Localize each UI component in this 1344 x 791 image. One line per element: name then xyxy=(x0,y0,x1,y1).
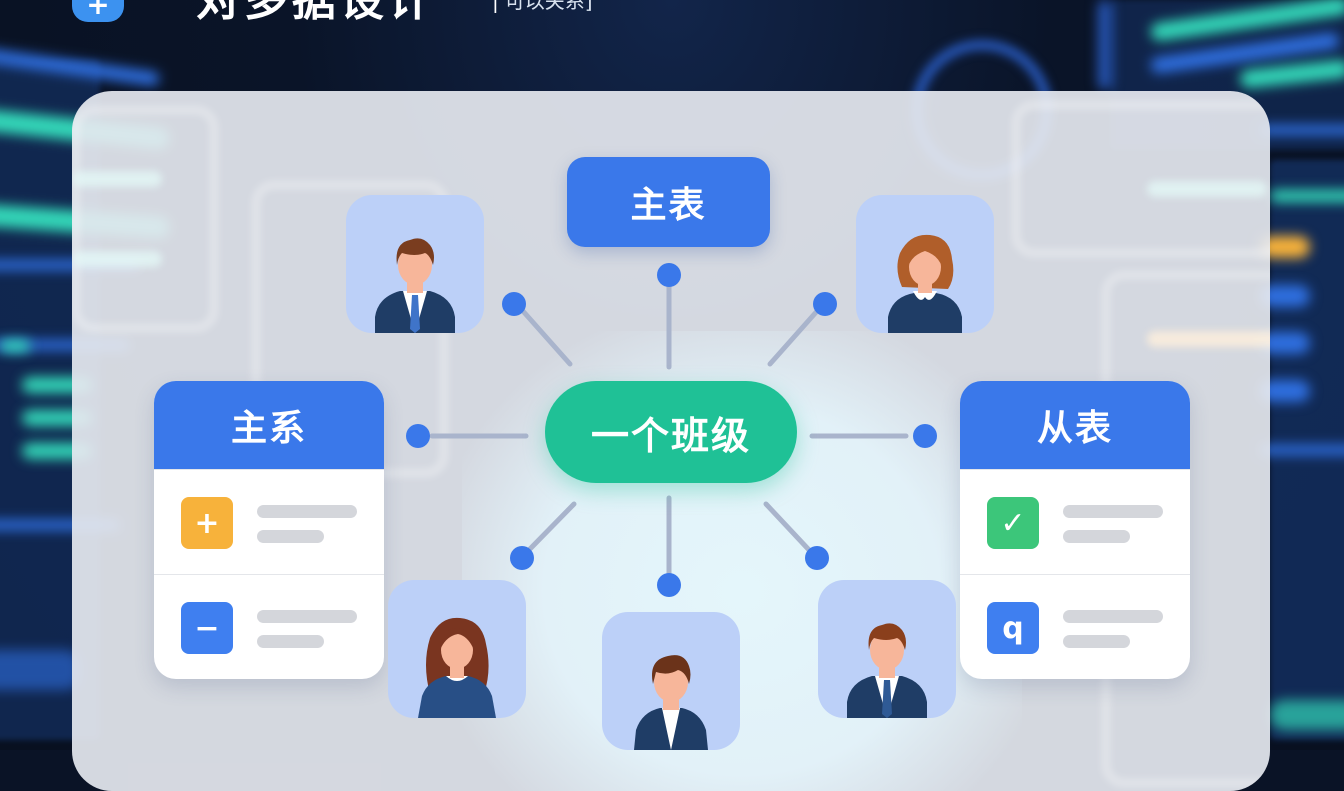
child-table-card[interactable]: 从表 ✓ q xyxy=(960,381,1190,679)
man-open-collar-icon xyxy=(634,655,708,750)
card-row[interactable]: + xyxy=(154,469,384,574)
placeholder-line xyxy=(1063,530,1130,543)
bg-bar xyxy=(0,520,120,530)
woman-collar-icon xyxy=(888,234,962,333)
card-row[interactable]: ✓ xyxy=(960,469,1190,574)
minus-icon: − xyxy=(181,602,233,654)
bracket-icon: q xyxy=(987,602,1039,654)
ghost-line xyxy=(72,251,162,267)
woman-long-hair-icon xyxy=(418,617,496,718)
placeholder-line xyxy=(1063,610,1163,623)
card-row[interactable]: q xyxy=(960,574,1190,679)
plus-icon: + xyxy=(181,497,233,549)
placeholder-line xyxy=(257,505,357,518)
bg-bar xyxy=(1260,445,1344,455)
ghost-line xyxy=(72,171,162,187)
logo-badge: + xyxy=(72,0,124,22)
bg-bar xyxy=(1260,285,1310,307)
bg-bar xyxy=(1260,125,1344,135)
center-class-node[interactable]: 一个班级 xyxy=(545,381,797,483)
connector-lines xyxy=(429,283,909,581)
connector-dot-top-left xyxy=(502,292,526,316)
bg-bar xyxy=(1270,700,1344,730)
diagram: 主表 一个班级 主系 + − 从表 ✓ q xyxy=(154,157,1190,750)
placeholder-line xyxy=(1063,635,1130,648)
student-avatar-bottom-right[interactable] xyxy=(818,580,956,718)
connector-dot-left xyxy=(406,424,430,448)
ghost-line xyxy=(1147,331,1270,347)
main-table-node[interactable]: 主表 xyxy=(567,157,770,247)
placeholder-line xyxy=(257,530,324,543)
connector-dot-top xyxy=(657,263,681,287)
subtitle-divider: | xyxy=(492,0,499,13)
ghost-line xyxy=(1147,181,1267,197)
bg-bar xyxy=(1260,236,1310,258)
page-title: 对多据设计 xyxy=(196,0,436,26)
ghost-panel xyxy=(72,106,218,332)
card-header: 从表 xyxy=(960,381,1190,469)
bg-bar xyxy=(0,650,80,690)
bg-bar xyxy=(1260,380,1310,402)
check-icon: ✓ xyxy=(987,497,1039,549)
man-suit-icon xyxy=(847,623,927,718)
bg-bar xyxy=(1270,190,1344,202)
student-avatar-top-left[interactable] xyxy=(346,195,484,333)
subtitle-text: 可以关系] xyxy=(504,0,593,13)
bg-bar xyxy=(0,340,30,352)
card-header: 主系 xyxy=(154,381,384,469)
card-row[interactable]: − xyxy=(154,574,384,679)
bg-bar xyxy=(1260,332,1310,354)
header: + 对多据设计 | 可以关系] xyxy=(0,0,1344,40)
student-avatar-bottom-left[interactable] xyxy=(388,580,526,718)
connector-dot-bottom xyxy=(657,573,681,597)
connector-dot-right xyxy=(913,424,937,448)
student-avatar-top-right[interactable] xyxy=(856,195,994,333)
connector-dot-bottom-right xyxy=(805,546,829,570)
man-suit-icon xyxy=(375,238,455,333)
student-avatar-bottom-center[interactable] xyxy=(602,612,740,750)
primary-relation-card[interactable]: 主系 + − xyxy=(154,381,384,679)
ghost-panel xyxy=(1012,101,1270,257)
connector-dot-top-right xyxy=(813,292,837,316)
bg-bar xyxy=(0,340,130,350)
page-subtitle: | 可以关系] xyxy=(492,0,593,14)
connector-dot-bottom-left xyxy=(510,546,534,570)
bg-bar xyxy=(0,260,140,270)
plus-icon: + xyxy=(86,0,110,21)
placeholder-line xyxy=(257,610,357,623)
placeholder-line xyxy=(257,635,324,648)
placeholder-line xyxy=(1063,505,1163,518)
bg-bar xyxy=(1098,0,1112,90)
